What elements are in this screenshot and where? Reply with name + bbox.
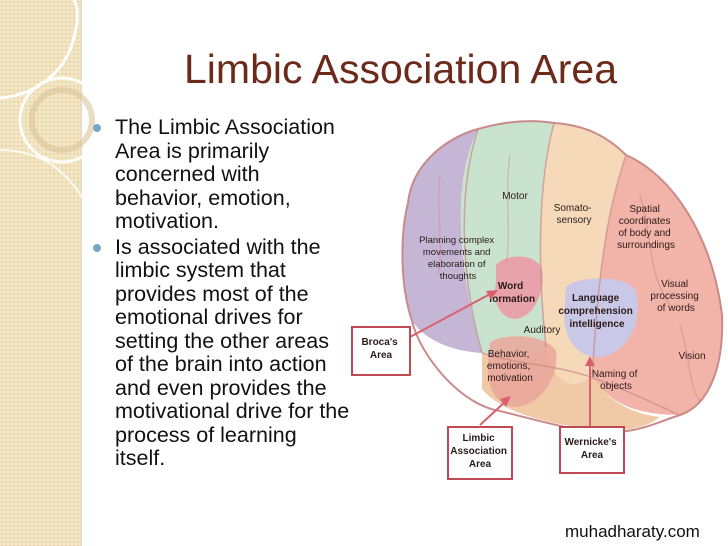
decorative-swirl [0,0,106,213]
word-formation-label: Word formation [489,281,535,305]
bullet-dot-icon [93,243,101,252]
bullet-item: Is associated with the limbic system tha… [90,234,352,471]
sulcus-line [463,128,483,354]
spatial-coordinates-label: Spatial coordinates of body and surround… [617,204,675,251]
bullet-text: Is associated with the limbic system tha… [115,234,350,470]
bullet-list: The Limbic Association Area is primarily… [90,115,352,473]
brocas-area-box: Broca's Area [351,326,411,376]
somatosensory-region [540,123,626,384]
bullet-text: The Limbic Association Area is primarily… [115,115,335,233]
limbic-arrowhead [500,396,511,407]
brain-diagram: Motor Somato- sensory Spatial coordinate… [351,120,724,480]
auditory-label: Auditory [524,325,561,336]
sulcus-line [437,154,511,276]
behavior-label: Behavior, emotions, motivation [487,349,533,384]
sulcus-line [639,194,701,402]
frontal-lobe-region [402,129,482,353]
wernickes-area-box: Wernicke's Area [559,426,625,474]
side-strip-edge [80,0,82,546]
limbic-association-area-box: Limbic Association Area [447,426,513,480]
visual-processing-label: Visual processing of words [650,279,701,314]
svg-text:Limbic Association: Limbic Association Area [450,433,509,470]
planning-label: Planning complex movements and elaborati… [419,235,497,282]
language-comprehension-label: Language comprehension intelligence [558,293,635,330]
naming-objects-label: Naming of objects [592,369,640,392]
brocas-arrow [409,292,493,338]
sulcus-line [481,352,681,416]
word-formation-region [494,256,543,319]
sulcus-line [591,154,627,376]
brain-outline [401,120,724,435]
somatosensory-label: Somato- sensory [554,203,595,226]
vision-label: Vision [678,351,705,362]
parietal-occipital-region [592,155,723,415]
svg-text:Broca's Area: Broca's Area [361,337,400,361]
limbic-region [487,336,557,407]
sulcus-line [539,122,555,348]
slide-title: Limbic Association Area [184,46,618,92]
language-region [564,278,638,358]
limbic-arrow [479,400,507,426]
watermark-text: muhadharaty.com [565,522,700,541]
motor-label: Motor [502,191,528,202]
bullet-item: The Limbic Association Area is primarily… [90,115,352,234]
bullet-dot-icon [93,124,101,132]
wernickes-arrowhead [585,356,595,366]
svg-text:Wernicke's Area: Wernicke's Area [564,437,619,461]
brocas-arrowhead [486,290,498,300]
